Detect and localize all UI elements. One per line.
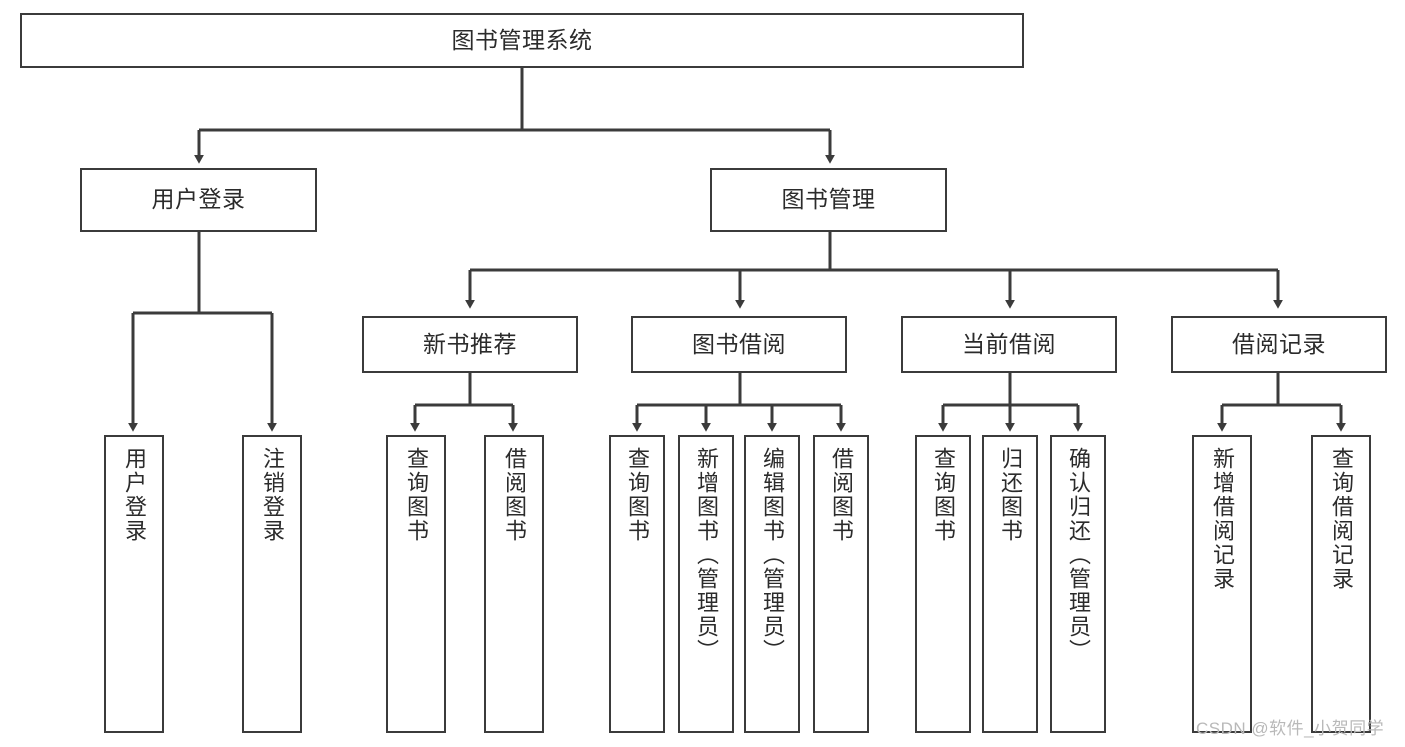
node-borrow-records[interactable]: 借阅记录 <box>1171 316 1387 373</box>
leaf-query-book-current[interactable]: 查询图书 <box>915 435 971 733</box>
node-label: 注销登录 <box>260 447 285 543</box>
node-label: 新增图书（管理员） <box>694 447 719 663</box>
node-label: 新增借阅记录 <box>1210 447 1235 591</box>
node-label: 归还图书 <box>998 447 1023 543</box>
leaf-borrow-book[interactable]: 借阅图书 <box>813 435 869 733</box>
node-label: 确认归还（管理员） <box>1066 447 1091 663</box>
leaf-borrow-book-recommend[interactable]: 借阅图书 <box>484 435 544 733</box>
node-label: 编辑图书（管理员） <box>760 447 785 663</box>
node-label: 借阅图书 <box>502 447 527 543</box>
node-root-system[interactable]: 图书管理系统 <box>20 13 1024 68</box>
node-book-management[interactable]: 图书管理 <box>710 168 947 232</box>
leaf-user-login[interactable]: 用户登录 <box>104 435 164 733</box>
node-label: 查询借阅记录 <box>1329 447 1354 591</box>
node-label: 当前借阅 <box>962 330 1056 357</box>
node-label: 用户登录 <box>151 186 246 213</box>
node-label: 新书推荐 <box>423 330 517 357</box>
node-current-borrow[interactable]: 当前借阅 <box>901 316 1117 373</box>
node-label: 图书管理系统 <box>451 26 593 53</box>
node-label: 借阅记录 <box>1232 330 1326 357</box>
node-new-book-recommend[interactable]: 新书推荐 <box>362 316 578 373</box>
leaf-add-book-admin[interactable]: 新增图书（管理员） <box>678 435 734 733</box>
node-label: 查询图书 <box>404 447 429 543</box>
leaf-edit-book-admin[interactable]: 编辑图书（管理员） <box>744 435 800 733</box>
node-user-login[interactable]: 用户登录 <box>80 168 317 232</box>
leaf-return-book[interactable]: 归还图书 <box>982 435 1038 733</box>
node-label: 用户登录 <box>122 447 147 543</box>
leaf-add-borrow-record[interactable]: 新增借阅记录 <box>1192 435 1252 733</box>
leaf-logout[interactable]: 注销登录 <box>242 435 302 733</box>
leaf-query-book-borrow[interactable]: 查询图书 <box>609 435 665 733</box>
node-label: 查询图书 <box>931 447 956 543</box>
node-label: 查询图书 <box>625 447 650 543</box>
node-book-borrow[interactable]: 图书借阅 <box>631 316 847 373</box>
leaf-query-borrow-record[interactable]: 查询借阅记录 <box>1311 435 1371 733</box>
leaf-confirm-return-admin[interactable]: 确认归还（管理员） <box>1050 435 1106 733</box>
leaf-query-book-recommend[interactable]: 查询图书 <box>386 435 446 733</box>
node-label: 图书管理 <box>781 186 876 213</box>
node-label: 图书借阅 <box>692 330 786 357</box>
node-label: 借阅图书 <box>829 447 854 543</box>
